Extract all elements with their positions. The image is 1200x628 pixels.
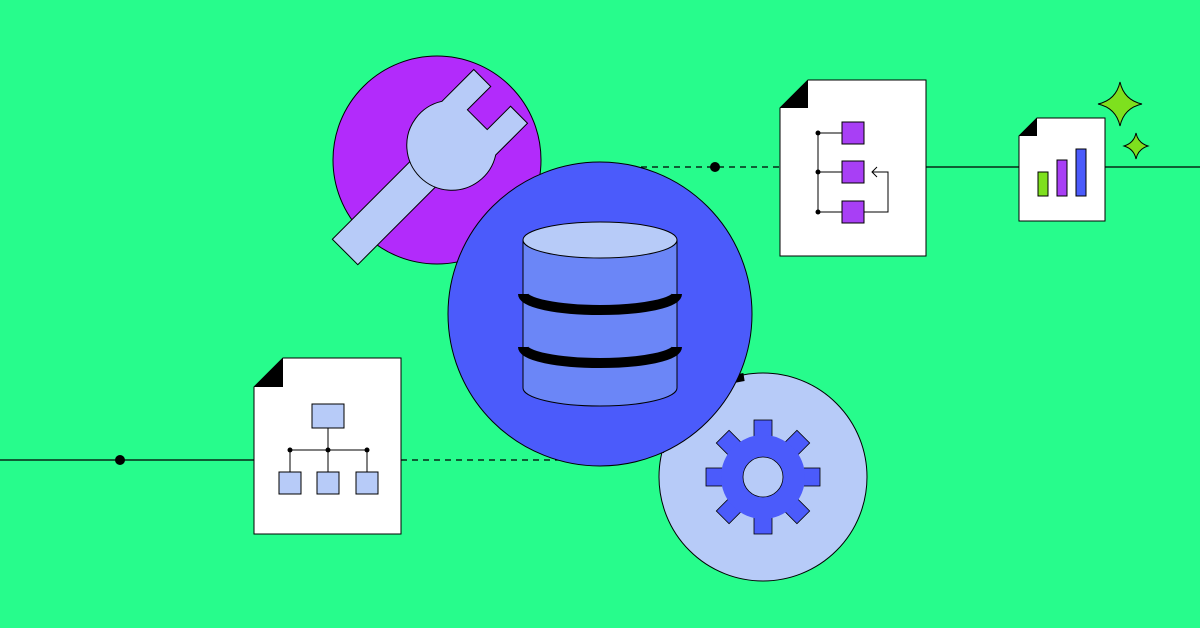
gear-icon [658,372,868,582]
database-icon [447,161,753,467]
sparkle-icon [1097,81,1150,160]
flowchart-document-icon [779,79,927,257]
connector-lines [0,166,1200,461]
bar-chart-document-icon [1018,117,1106,222]
connector-dot [115,455,125,465]
hierarchy-document-icon [253,357,402,535]
bar [1075,148,1087,197]
bar [1056,159,1068,197]
connector-dot [710,162,720,172]
bar [1037,171,1049,197]
